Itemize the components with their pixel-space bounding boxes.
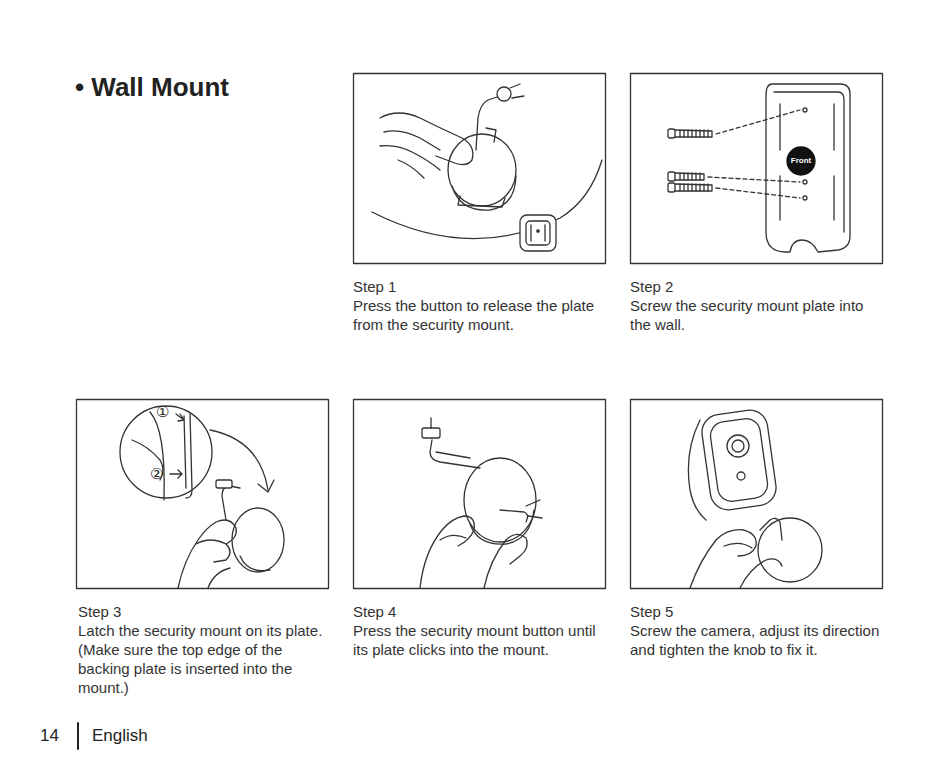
step-description: Screw the camera, adjust its direction a…: [630, 621, 886, 659]
step-label: Step 1: [353, 277, 608, 296]
step4-figure: [420, 418, 542, 588]
step-description: Screw the security mount plate into the …: [630, 296, 886, 334]
step-label: Step 4: [353, 602, 608, 621]
step1-figure: [372, 84, 602, 251]
page-number: 14: [40, 726, 59, 746]
callout-number: ②: [150, 466, 168, 482]
callout-number: ①: [156, 404, 174, 420]
step-description: Latch the security mount on its plate. (…: [78, 621, 330, 697]
plate-marking: Front: [787, 156, 815, 166]
panel-frame: [77, 400, 329, 589]
step-description: Press the button to release the plate fr…: [353, 296, 609, 334]
step-label: Step 5: [630, 602, 885, 621]
step3-figure: [120, 406, 284, 588]
page-title: • Wall Mount: [75, 72, 229, 102]
panel-frame: [354, 74, 606, 264]
language-label: English: [92, 726, 148, 746]
panel-frame: [354, 400, 606, 589]
footer-separator: [77, 723, 79, 749]
panel-frame: [631, 74, 883, 264]
panel-frame: [631, 400, 883, 589]
step5-figure: [688, 408, 822, 588]
step-label: Step 3: [78, 602, 330, 621]
step2-figure: [668, 84, 850, 252]
step-label: Step 2: [630, 277, 885, 296]
step-description: Press the security mount button until it…: [353, 621, 609, 659]
